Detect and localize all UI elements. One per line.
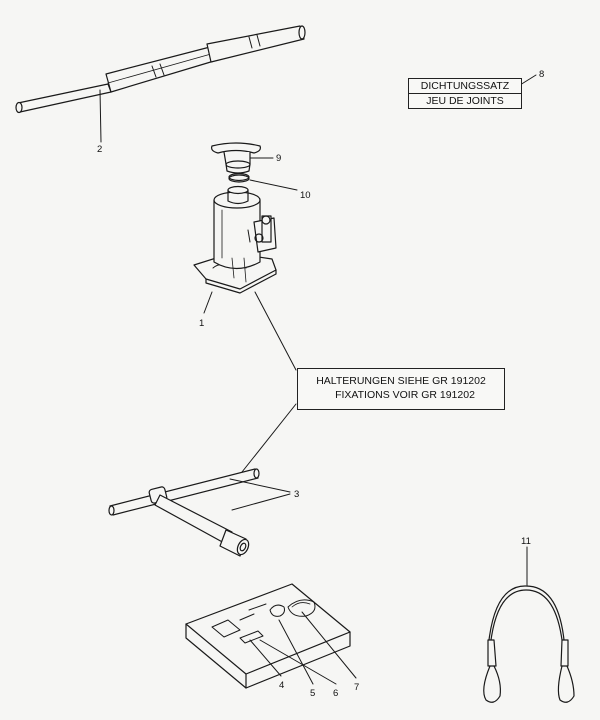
callout-plate-5: 5 — [310, 688, 315, 699]
reference-label-de: HALTERUNGEN SIEHE GR 191202 — [316, 375, 486, 387]
reference-leaders — [241, 291, 297, 473]
t-wrench-part — [108, 468, 291, 557]
seal-kit-label-de: DICHTUNGSSATZ — [420, 80, 510, 92]
callout-handle: 2 — [97, 144, 102, 155]
seal-kit-leader — [519, 74, 537, 86]
callout-plate-7: 7 — [354, 682, 359, 693]
seal-ring-part — [228, 172, 298, 191]
callout-ring: 10 — [300, 190, 311, 201]
jack-saddle-part — [211, 142, 274, 174]
jack-handle-part — [15, 25, 306, 143]
bracket-plate-part — [185, 583, 357, 689]
seal-kit-box: DICHTUNGSSATZ JEU DE JOINTS — [408, 78, 522, 109]
cable-strap-part — [483, 546, 575, 703]
callout-strap: 11 — [521, 536, 531, 547]
callout-plate-4: 4 — [279, 680, 284, 691]
bottle-jack-part — [193, 185, 277, 314]
callout-plate-6: 6 — [333, 688, 338, 699]
reference-label-fr: FIXATIONS VOIR GR 191202 — [335, 389, 475, 401]
callout-wrench: 3 — [294, 489, 299, 500]
seal-kit-label-fr: JEU DE JOINTS — [409, 93, 521, 108]
reference-box: HALTERUNGEN SIEHE GR 191202 FIXATIONS VO… — [297, 368, 505, 410]
callout-seal-kit: 8 — [539, 69, 544, 80]
callout-saddle: 9 — [276, 153, 281, 164]
callout-jack: 1 — [199, 318, 204, 329]
